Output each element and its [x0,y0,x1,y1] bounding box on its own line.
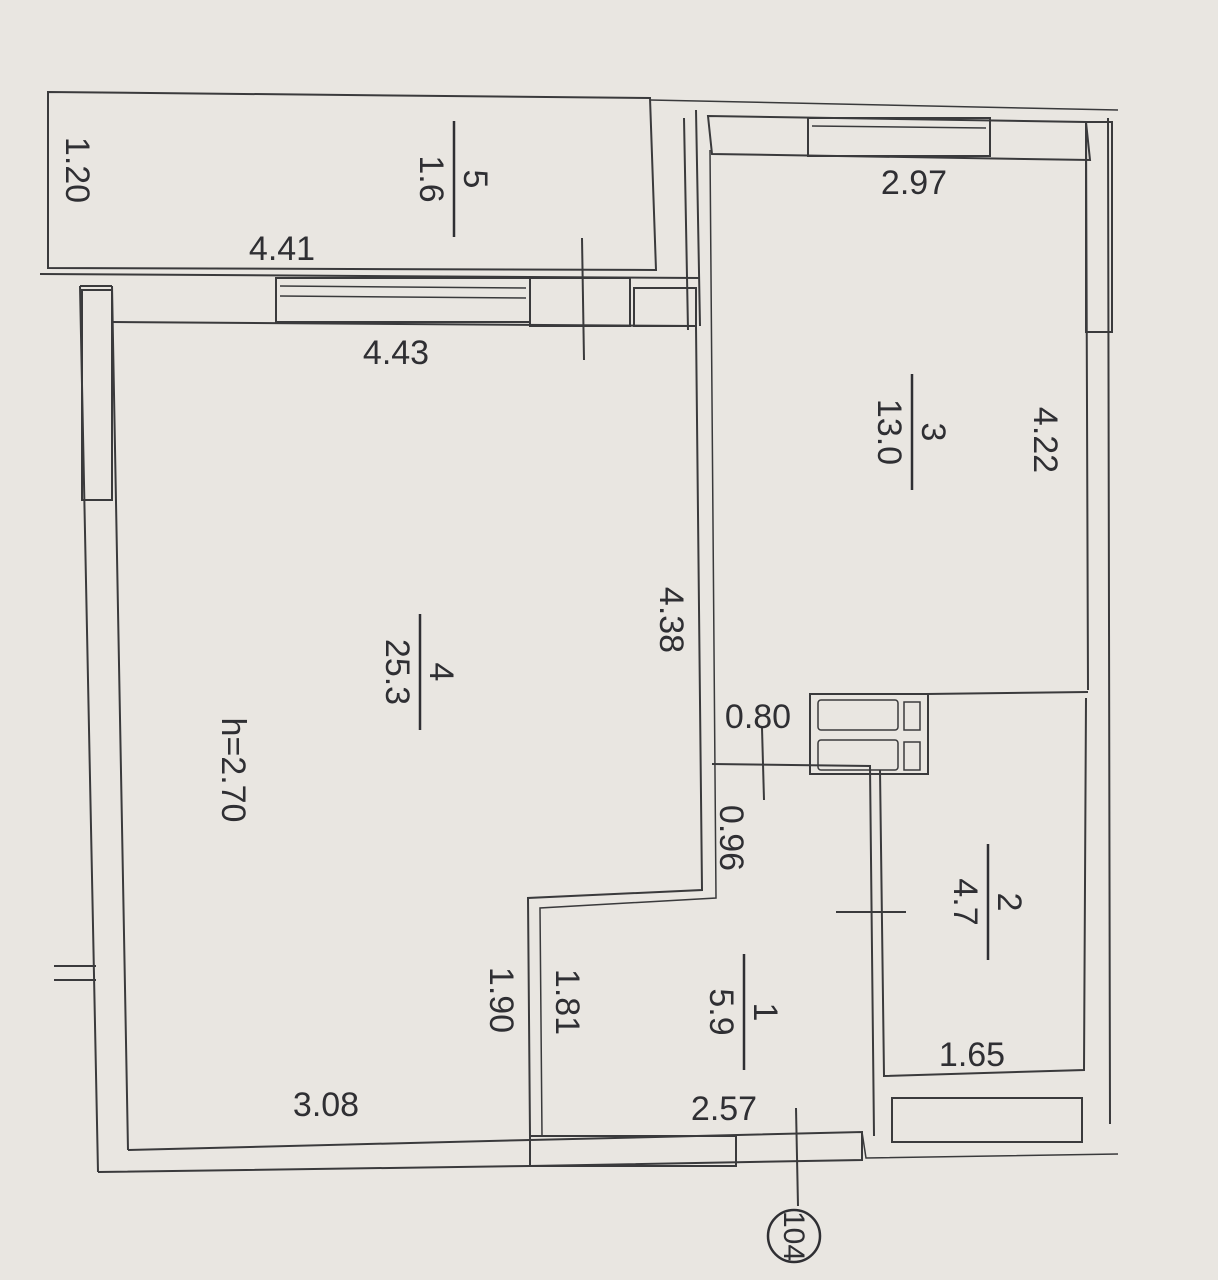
bath-outline [879,697,1087,1078]
column-top-middle [529,277,631,327]
ceiling-height: h=2.70 [214,718,252,823]
balcony-outline [47,90,658,272]
dim-hall-outer: 1.90 [482,967,520,1033]
room-5-number: 5 [456,170,494,189]
room-1-number: 1 [746,1003,784,1022]
dim-tick-top [581,237,585,361]
top-wall-line [649,99,1119,111]
dim-hall-inner: 1.81 [548,969,586,1035]
axis-marker: 104 [766,1208,822,1264]
dim-balcony-length: 4.41 [249,230,315,268]
bedroom-bottom-wall [925,691,1089,695]
dim-corridor-offset: 0.96 [712,805,750,871]
room-2-label: 2 4.7 [946,844,1028,960]
bottom-outer-wall [97,1139,531,1173]
room-2-area: 4.7 [946,878,984,925]
walls [39,90,1119,1207]
room-1-label: 1 5.9 [702,954,784,1070]
hall-partition [711,763,875,1137]
room-3-area: 13.0 [870,399,908,465]
room-5-label: 5 1.6 [412,121,494,237]
room-5-area: 1.6 [412,155,450,202]
vent-duct-3 [903,701,921,731]
living-right-wall [526,325,704,1137]
dim-hall-width: 2.57 [691,1090,757,1128]
bedroom-left-wall [683,109,701,331]
vent-duct-1 [817,699,899,731]
dim-balcony-depth: 1.20 [58,137,96,203]
room-1-area: 5.9 [702,988,740,1035]
room-3-number: 3 [914,423,952,442]
living-window-sill-2 [279,295,527,299]
bedroom-window-sill [811,125,987,129]
dim-living-side: 4.38 [652,587,690,653]
dim-tick-niche [761,727,765,801]
bottom-right-wall [861,1131,1119,1159]
vent-duct-4 [903,741,921,771]
left-wall-column [81,289,113,501]
bedroom-window [807,117,991,157]
dimensions: 1.20 4.41 4.43 4.38 3.08 2.97 4.22 0.80 … [58,137,1064,1128]
dim-bath-width: 1.65 [939,1036,1005,1074]
dim-living-top: 4.43 [363,334,429,372]
dim-bedroom-top: 2.97 [881,164,947,202]
room-2-number: 2 [990,893,1028,912]
living-window-sill-1 [279,285,527,289]
entrance-door [529,1135,737,1167]
room-3-label: 3 13.0 [870,374,952,490]
column-top-right [633,287,697,327]
vent-duct-2 [817,739,899,771]
room-4-label: 4 25.3 [378,614,460,730]
dim-bedroom-side: 4.22 [1026,407,1064,473]
vent-shaft [809,693,929,775]
living-right-wall-inner [539,149,717,1137]
axis-marker-circle [766,1208,822,1264]
dim-niche-width: 0.80 [725,698,791,736]
dim-living-bottom: 3.08 [293,1086,359,1124]
room-4-area: 25.3 [378,639,416,705]
room-4-number: 4 [422,663,460,682]
bath-window [891,1097,1083,1143]
bedroom-top-wall [706,114,1092,162]
axis-leader [795,1107,799,1207]
axis-marker-label: 104 [777,1211,810,1261]
right-wall-column [1085,121,1113,333]
